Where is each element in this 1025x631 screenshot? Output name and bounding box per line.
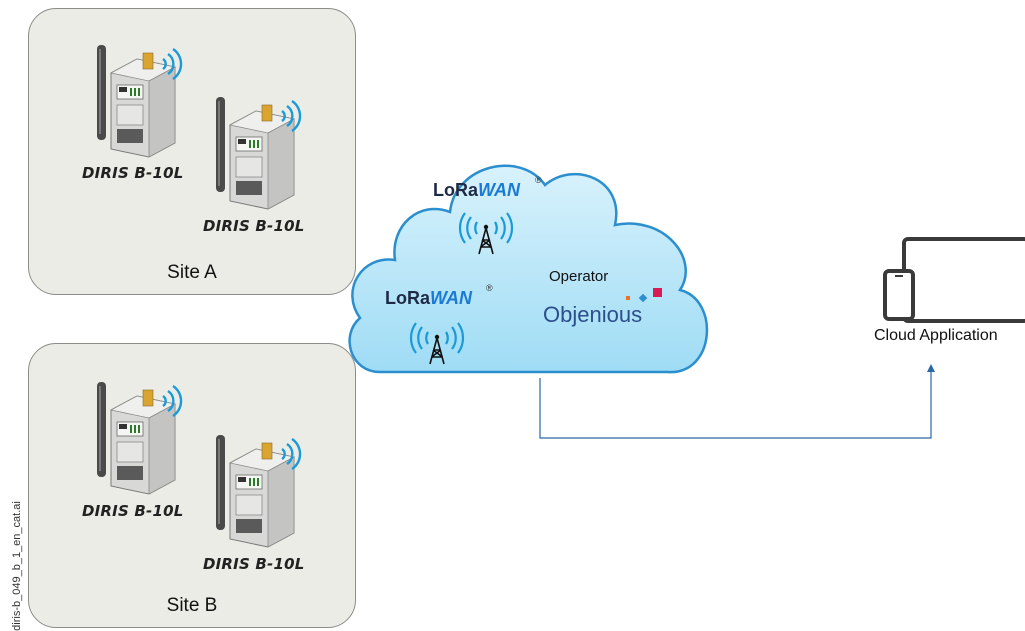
lorawan-reg-2: ® [486, 283, 493, 293]
lora-meter-device-b1 [95, 380, 183, 496]
lora-meter-device-a1 [95, 43, 183, 159]
lorawan-reg-1: ® [535, 175, 542, 185]
lorawan-logo-2: LoRaWAN [385, 288, 473, 308]
cloud-application-label: Cloud Application [874, 327, 998, 344]
site-b-label: Site B [166, 595, 218, 616]
lora-meter-device-b2 [214, 433, 302, 549]
site-a-label: Site A [167, 262, 217, 283]
network-cloud [348, 164, 709, 374]
cloud-to-app-connector [539, 368, 932, 439]
objenious-logo-dot-blue [638, 293, 648, 303]
lorawan-logo-1: LoRaWAN [433, 180, 521, 200]
objenious-logo-dot-orange [626, 296, 630, 300]
site-b-panel: Site B [28, 343, 356, 628]
objenious-logo-dot-red [653, 288, 662, 297]
device-label-b1: DIRIS B-10L [82, 502, 184, 520]
device-label-b2: DIRIS B-10L [203, 555, 305, 573]
operator-label: Operator [549, 268, 608, 285]
site-a-panel: Site A [28, 8, 356, 295]
connector-arrowhead [927, 364, 935, 372]
objenious-logo: Objenious [543, 302, 642, 327]
lora-meter-device-a2 [214, 95, 302, 211]
tablet-phone-icon [883, 237, 1025, 323]
device-label-a2: DIRIS B-10L [203, 217, 305, 235]
device-label-a1: DIRIS B-10L [82, 164, 184, 182]
